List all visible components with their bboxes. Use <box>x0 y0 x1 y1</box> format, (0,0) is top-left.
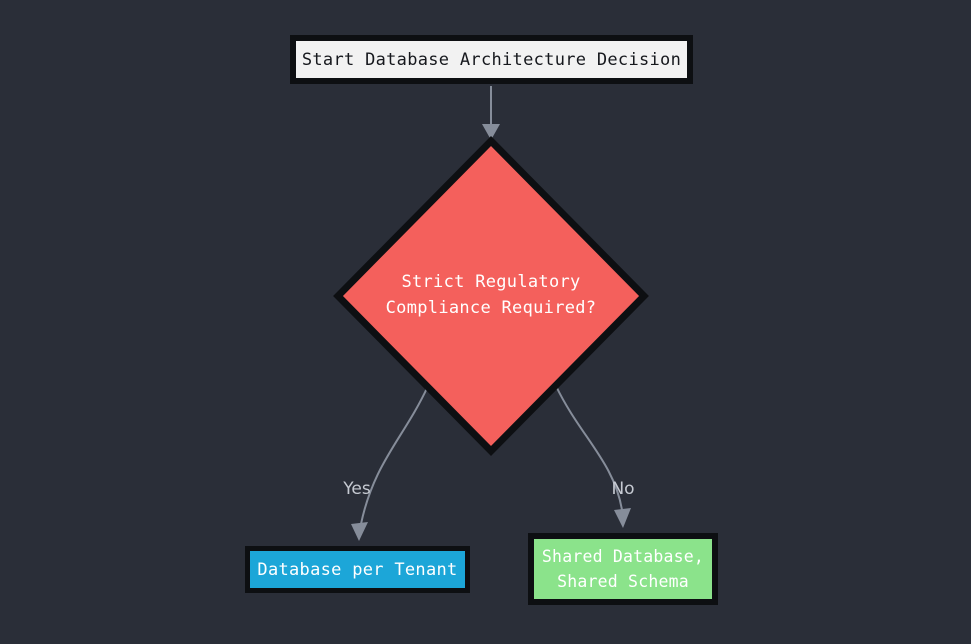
node-shared-database-line1: Shared Database, <box>541 547 705 566</box>
node-decision-label: Strict Regulatory Compliance Required? <box>341 269 641 321</box>
decision-label-line2: Compliance Required? <box>385 298 597 318</box>
node-start: Start Database Architecture Decision <box>290 35 693 84</box>
edge-decision-yes <box>360 385 429 525</box>
node-database-per-tenant: Database per Tenant <box>245 546 470 593</box>
edge-label-yes: Yes <box>343 479 371 499</box>
edge-label-no: No <box>611 479 635 499</box>
node-shared-database-line2: Shared Schema <box>557 572 689 591</box>
arrowhead-no-icon <box>614 508 631 528</box>
node-start-label: Start Database Architecture Decision <box>301 49 682 70</box>
edge-decision-no <box>555 385 623 511</box>
node-database-per-tenant-label: Database per Tenant <box>257 559 458 580</box>
decision-diamond-shape <box>333 136 649 456</box>
arrowhead-start-to-decision-icon <box>482 124 500 140</box>
decision-label-line1: Strict Regulatory <box>401 272 581 292</box>
node-shared-database: Shared Database, Shared Schema <box>528 533 718 605</box>
arrowhead-yes-icon <box>351 522 368 541</box>
